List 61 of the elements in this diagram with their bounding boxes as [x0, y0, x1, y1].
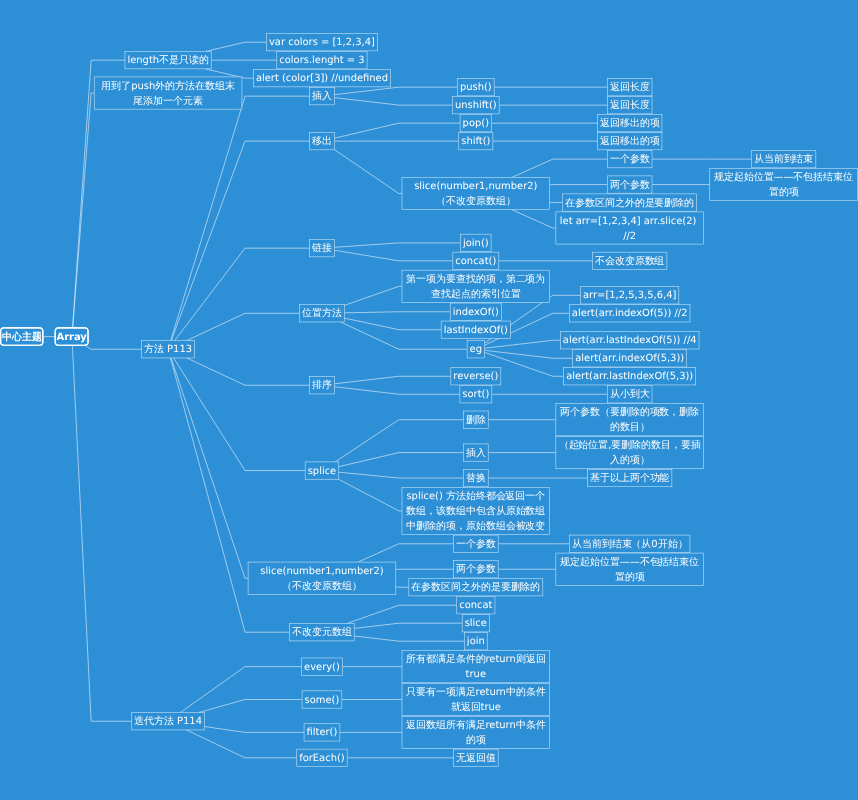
connector [353, 622, 463, 629]
connector [334, 97, 453, 106]
connector [343, 311, 451, 314]
connector [334, 149, 403, 194]
connector [487, 452, 557, 453]
connector [487, 419, 557, 420]
connector [339, 732, 403, 733]
connector [549, 201, 563, 203]
connector [340, 321, 468, 350]
connector [395, 568, 454, 570]
connector [334, 140, 460, 142]
connector [484, 350, 573, 359]
connector [72, 59, 126, 329]
connector [204, 726, 305, 733]
connector [511, 209, 557, 229]
connector [395, 586, 410, 588]
connector [204, 41, 267, 52]
connector [651, 184, 711, 185]
connector [170, 357, 249, 579]
connector [357, 543, 454, 563]
connector [174, 247, 310, 341]
connector [484, 339, 561, 349]
connector [334, 122, 461, 139]
connector [84, 345, 142, 350]
connector [497, 543, 570, 545]
connector [72, 345, 132, 722]
connector [343, 286, 403, 306]
connector [493, 86, 608, 88]
connector [171, 140, 310, 341]
connector [338, 471, 464, 479]
connector [338, 452, 464, 467]
connector [484, 352, 564, 377]
connector [338, 478, 403, 512]
connector [353, 635, 465, 642]
connector [198, 699, 303, 713]
connector [341, 699, 403, 700]
connector [334, 386, 461, 395]
connector [334, 375, 452, 385]
connector [186, 729, 297, 759]
connector [173, 357, 306, 471]
connector [491, 122, 598, 124]
connector [170, 95, 310, 341]
connector [342, 666, 403, 667]
connector [334, 419, 464, 463]
connector [549, 184, 608, 186]
connector [210, 59, 278, 61]
connector [346, 757, 454, 759]
connector [186, 357, 310, 386]
connector [180, 666, 302, 713]
connector [334, 86, 458, 95]
connector [170, 357, 290, 633]
connector [343, 317, 442, 331]
connector [497, 568, 557, 570]
connector [334, 242, 461, 248]
connector [186, 313, 300, 341]
connector [72, 92, 95, 329]
connector [42, 336, 56, 338]
connector [511, 158, 608, 178]
connector [346, 604, 457, 624]
connector [204, 68, 254, 79]
connector [334, 249, 454, 262]
